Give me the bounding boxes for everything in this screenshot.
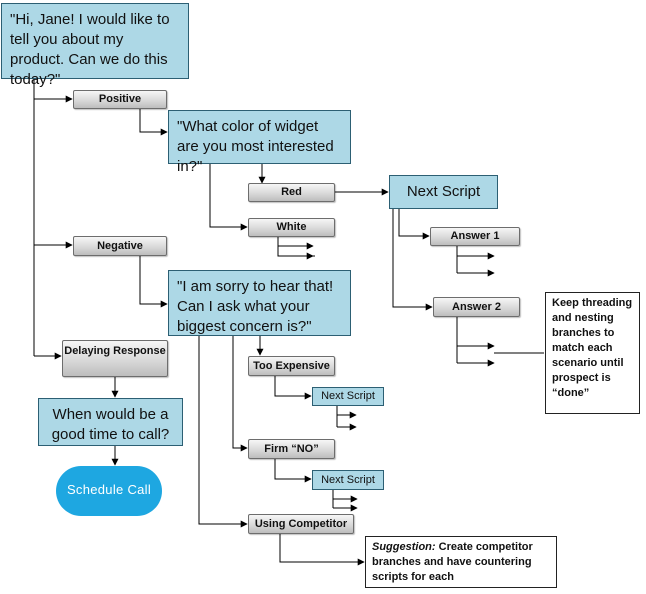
answer-1[interactable]: Answer 1: [430, 227, 520, 246]
callback-question: When would be a good time to call?: [38, 398, 183, 446]
answer-using-competitor[interactable]: Using Competitor: [248, 514, 354, 534]
answer-firm-no[interactable]: Firm “NO”: [248, 439, 335, 459]
answer-delaying[interactable]: Delaying Response: [62, 340, 168, 377]
color-question: "What color of widget are you most inter…: [168, 110, 351, 175]
schedule-call-button[interactable]: Schedule Call: [56, 466, 162, 516]
next-script-expensive: Next Script: [312, 387, 384, 406]
next-script-main: Next Script: [389, 175, 498, 209]
answer-2[interactable]: Answer 2: [433, 297, 520, 317]
note-threading: Keep threading and nesting branches to m…: [545, 292, 640, 414]
next-script-firm-no: Next Script: [312, 470, 384, 490]
intro-question: "Hi, Jane! I would like to tell you abou…: [1, 3, 189, 88]
suggestion-text: Create competitor branches and have coun…: [372, 541, 533, 583]
answer-too-expensive[interactable]: Too Expensive: [248, 356, 335, 376]
concern-question: "I am sorry to hear that! Can I ask what…: [168, 270, 351, 336]
answer-negative[interactable]: Negative: [73, 236, 167, 256]
note-suggestion: Suggestion: Create competitor branches a…: [365, 536, 557, 588]
answer-red[interactable]: Red: [248, 183, 335, 202]
suggestion-label: Suggestion:: [372, 541, 436, 553]
answer-positive[interactable]: Positive: [73, 90, 167, 109]
answer-white[interactable]: White: [248, 218, 335, 237]
